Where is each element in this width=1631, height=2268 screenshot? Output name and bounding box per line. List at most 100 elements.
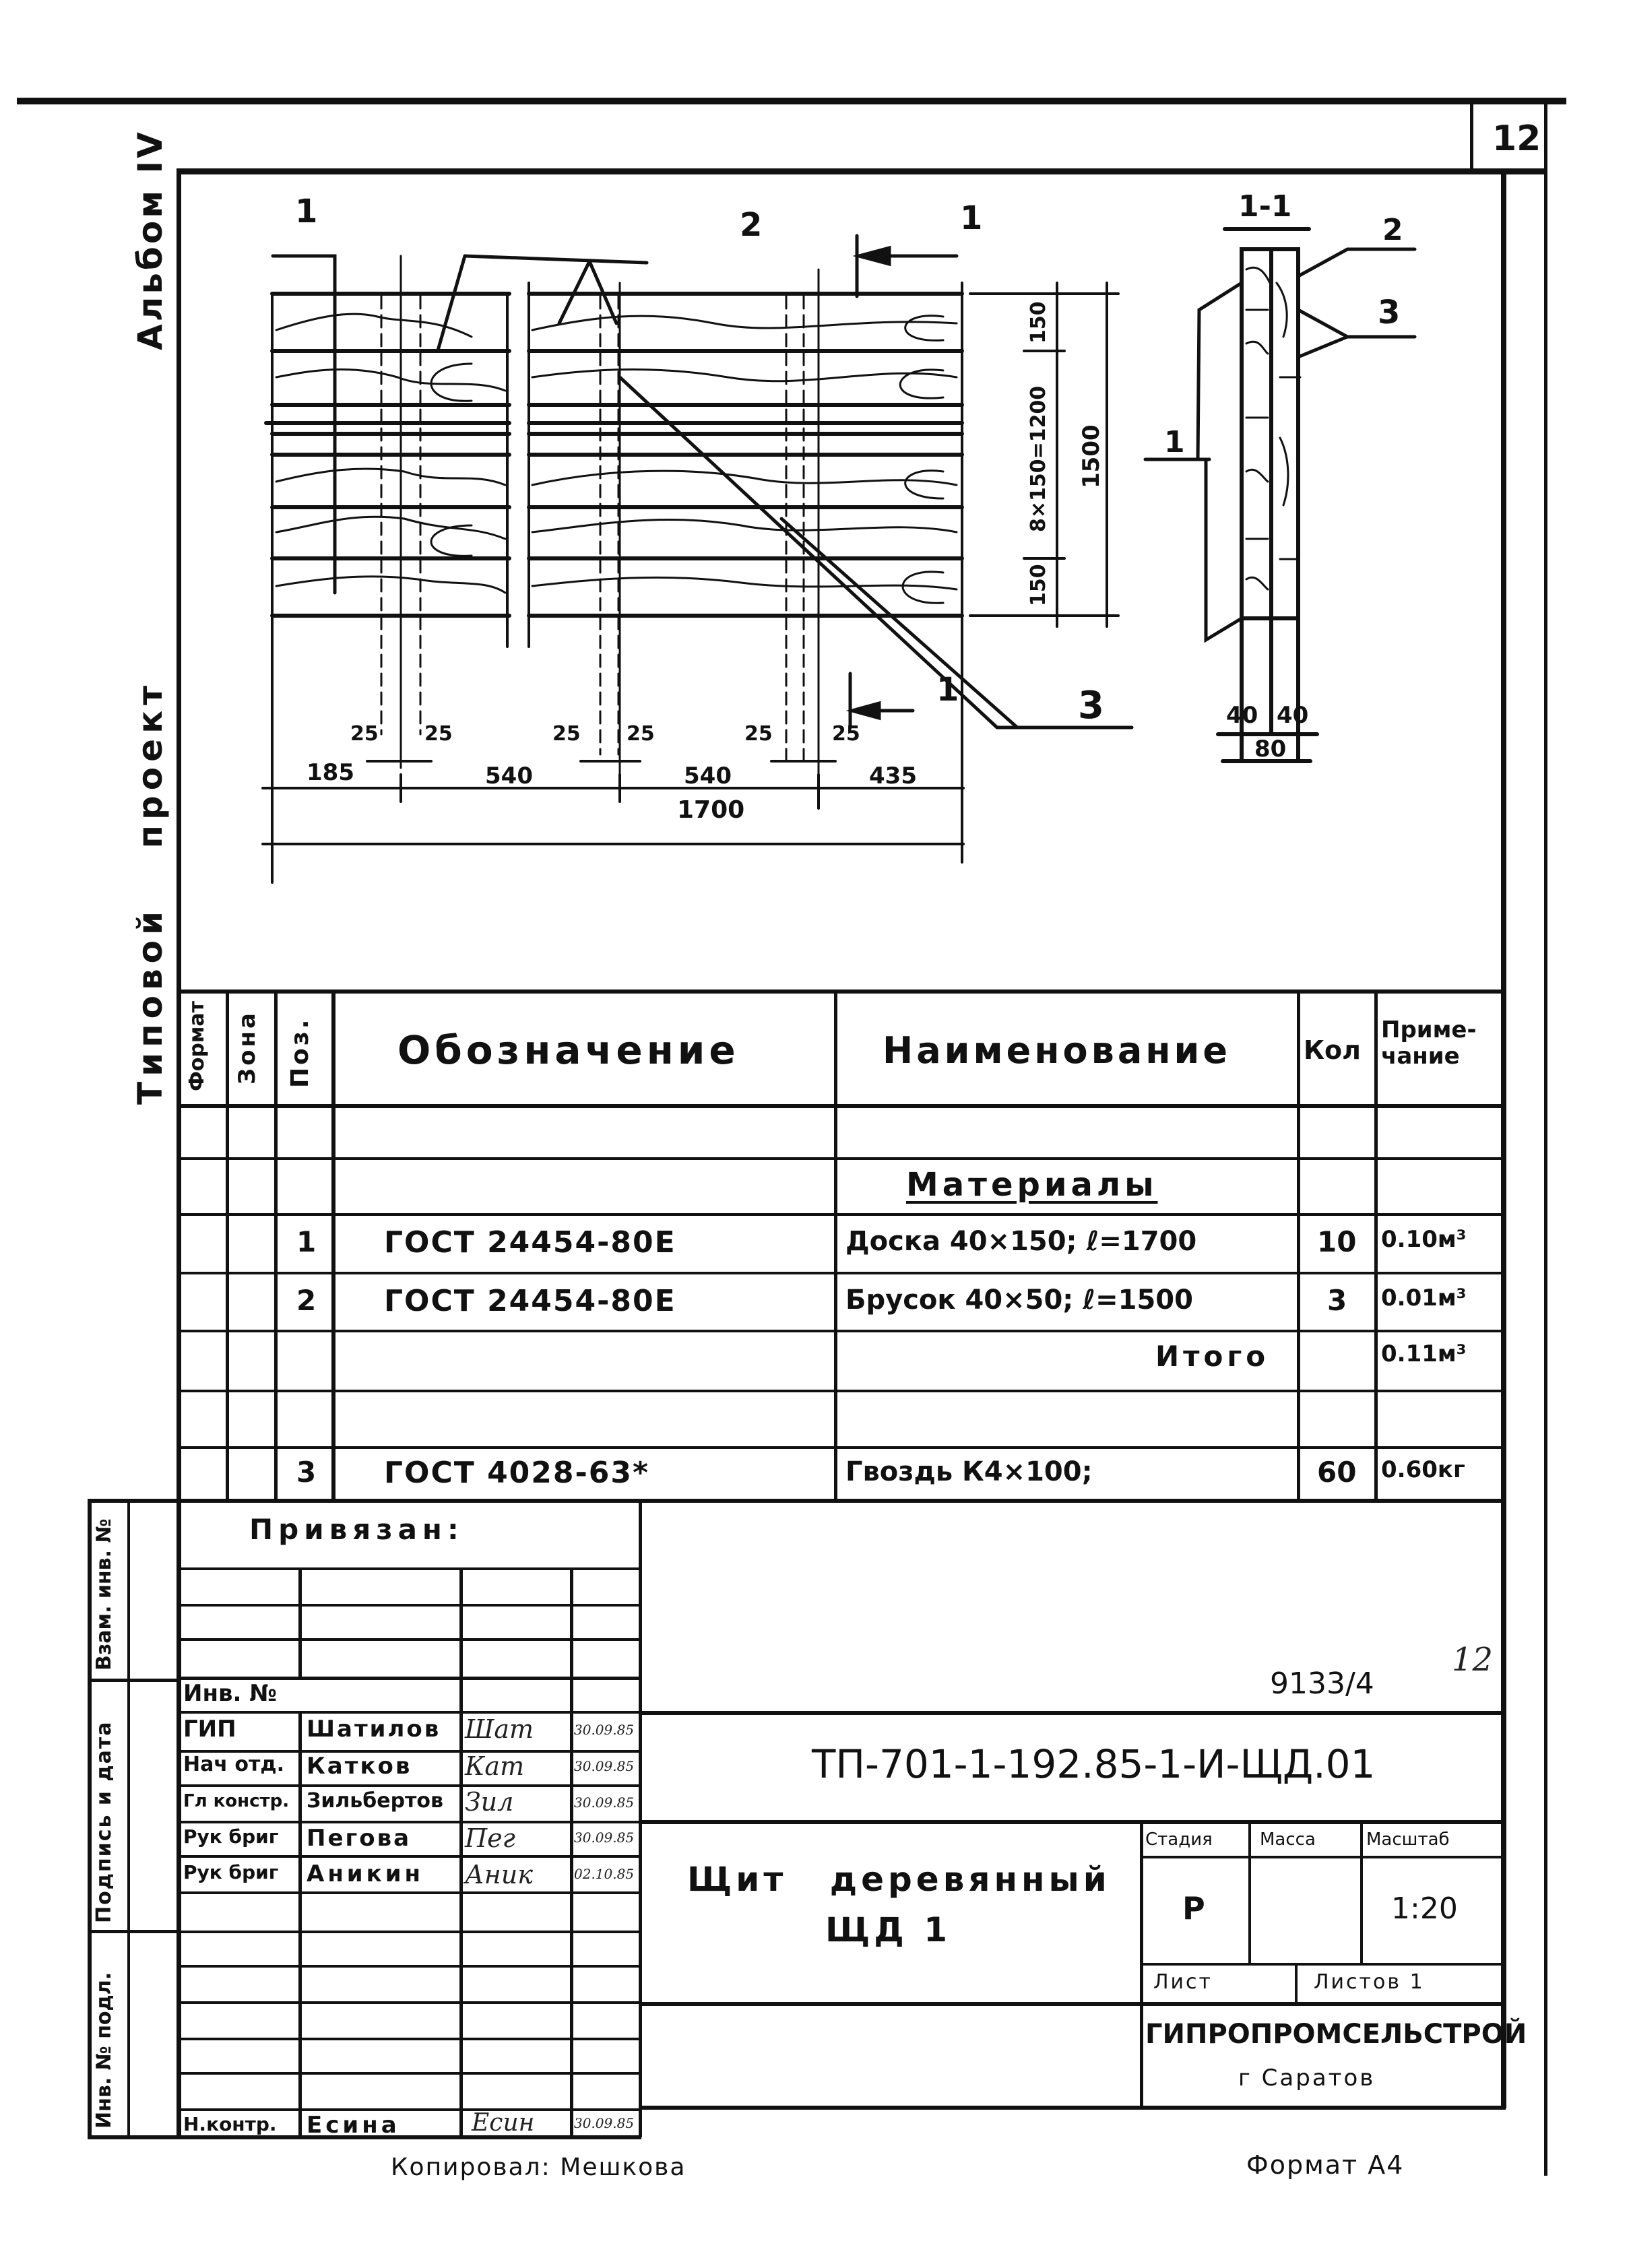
panel-drawing: [261, 227, 1417, 884]
stamp-label-replaced-inv: Взам. инв. №: [92, 1518, 116, 1671]
dim-25-5: 25: [744, 722, 773, 746]
approver-role: ГИП: [183, 1716, 236, 1743]
bound-label: Привязан:: [249, 1513, 464, 1546]
stamp-divider: [127, 1501, 130, 2137]
stamp-bottom: [88, 2135, 641, 2139]
approver-signature: Пег: [465, 1823, 515, 1853]
row3-note: 0.60кг: [1381, 1456, 1465, 1483]
spec-line: [177, 1272, 1504, 1274]
spec-line: [177, 1104, 1504, 1108]
dim-540-b: 540: [684, 763, 732, 789]
title-bottom: [640, 2106, 1506, 2110]
row2-designation: ГОСТ 24454-80Е: [384, 1284, 676, 1318]
header-note: Приме-чание: [1381, 1016, 1477, 1070]
approval-h: [177, 1891, 642, 1894]
approver-signature: Зил: [465, 1787, 514, 1817]
dim-section-40a: 40: [1226, 702, 1258, 729]
approval-h: [177, 1711, 642, 1714]
approver-role: Нач отд.: [183, 1753, 285, 1776]
section-callout-pos2: 2: [1382, 213, 1403, 247]
approver-name: Аникин: [307, 1860, 424, 1887]
stamp-h1: [88, 1679, 179, 1682]
row2-name: Брусок 40×50; ℓ=1500: [845, 1285, 1193, 1316]
dim-right-bottom: 150: [1027, 564, 1050, 606]
section-materials: Материалы: [906, 1166, 1158, 1204]
dim-1700: 1700: [677, 796, 745, 824]
approval-h: [177, 1784, 642, 1787]
total-label: Итого: [1155, 1340, 1270, 1373]
stamp-left-edge: [88, 1501, 92, 2137]
spec-col: [226, 990, 229, 1501]
document-code: ТП-701-1-192.85-1-И-ЩД.01: [812, 1741, 1376, 1787]
dim-25-1: 25: [350, 722, 379, 746]
title-v-info: [1140, 1822, 1143, 2108]
approval-h: [177, 2001, 642, 2004]
sheet-label: Лист: [1153, 1970, 1213, 1994]
approver-date: 30.09.85: [574, 1758, 635, 1774]
approval-col: [570, 1569, 573, 2137]
total-overline: [1132, 1330, 1307, 1332]
norm-control-role: Н.контр.: [183, 2113, 277, 2135]
dim-185: 185: [307, 759, 354, 786]
page-box-left: [1470, 101, 1473, 172]
dim-540-a: 540: [485, 763, 533, 789]
approval-right-edge: [639, 1501, 642, 2137]
row3-designation: ГОСТ 4028-63*: [384, 1456, 650, 1490]
approver-signature: Кат: [465, 1751, 525, 1781]
approver-role: Рук бриг: [183, 1861, 279, 1883]
header-name: Наименование: [883, 1029, 1232, 1072]
approver-signature: Аник: [465, 1860, 533, 1889]
title-h-main: [640, 1820, 1506, 1824]
archive-sheet: 12: [1452, 1641, 1494, 1679]
dim-25-4: 25: [627, 722, 655, 746]
approval-h: [177, 1965, 642, 1968]
norm-control-date: 30.09.85: [574, 2115, 635, 2131]
approval-h: [177, 1931, 642, 1933]
dim-right-top: 150: [1027, 301, 1050, 344]
approver-name: Катков: [307, 1753, 412, 1780]
dim-right-total: 1500: [1078, 424, 1105, 488]
approval-h: [177, 2108, 642, 2111]
norm-control-signature: Есин: [472, 2109, 535, 2137]
mass-label: Масса: [1260, 1829, 1316, 1850]
frame-right: [1501, 168, 1506, 2108]
spec-col: [1297, 990, 1300, 1501]
row3-pos: 3: [296, 1456, 317, 1489]
dim-25-2: 25: [424, 722, 453, 746]
row2-qty: 3: [1327, 1284, 1347, 1317]
spec-line: [177, 1157, 1504, 1160]
title-h-lower: [640, 2002, 1506, 2006]
approver-signature: Шат: [465, 1714, 534, 1744]
title-v-stage: [1248, 1822, 1251, 1965]
dim-25-6: 25: [832, 722, 860, 746]
header-qty: Кол: [1304, 1035, 1361, 1065]
frame-top: [179, 168, 1546, 174]
archive-number: 9133/4: [1270, 1666, 1374, 1701]
dim-section-40b: 40: [1277, 702, 1309, 729]
approval-h: [177, 1750, 642, 1753]
row1-qty: 10: [1317, 1225, 1357, 1258]
norm-control-name: Есина: [307, 2112, 400, 2139]
sheets-label: Листов 1: [1314, 1970, 1425, 1994]
approval-h: [177, 1821, 642, 1823]
header-pos: Поз.: [286, 1016, 314, 1088]
approval-h: [177, 2038, 642, 2040]
approval-h: [177, 1638, 642, 1641]
title-line2: ЩД 1: [825, 1910, 952, 1949]
format-label: Формат А4: [1246, 2150, 1405, 2180]
callout-pos2: 2: [740, 206, 763, 244]
page-number: 12: [1492, 119, 1541, 159]
approver-date: 30.09.85: [574, 1722, 635, 1738]
stage-value: Р: [1182, 1890, 1205, 1926]
row1-name: Доска 40×150; ℓ=1700: [845, 1226, 1197, 1257]
approval-h: [177, 2072, 642, 2075]
inv-label: Инв. №: [183, 1680, 278, 1707]
header-zone: Зона: [234, 1010, 261, 1084]
spec-col: [834, 990, 837, 1501]
spec-line: [177, 1390, 1504, 1392]
approver-date: 30.09.85: [574, 1829, 635, 1846]
city: г Саратов: [1238, 2065, 1376, 2092]
approver-date: 02.10.85: [574, 1866, 635, 1882]
row3-qty: 60: [1317, 1456, 1357, 1489]
row2-pos: 2: [296, 1284, 317, 1317]
